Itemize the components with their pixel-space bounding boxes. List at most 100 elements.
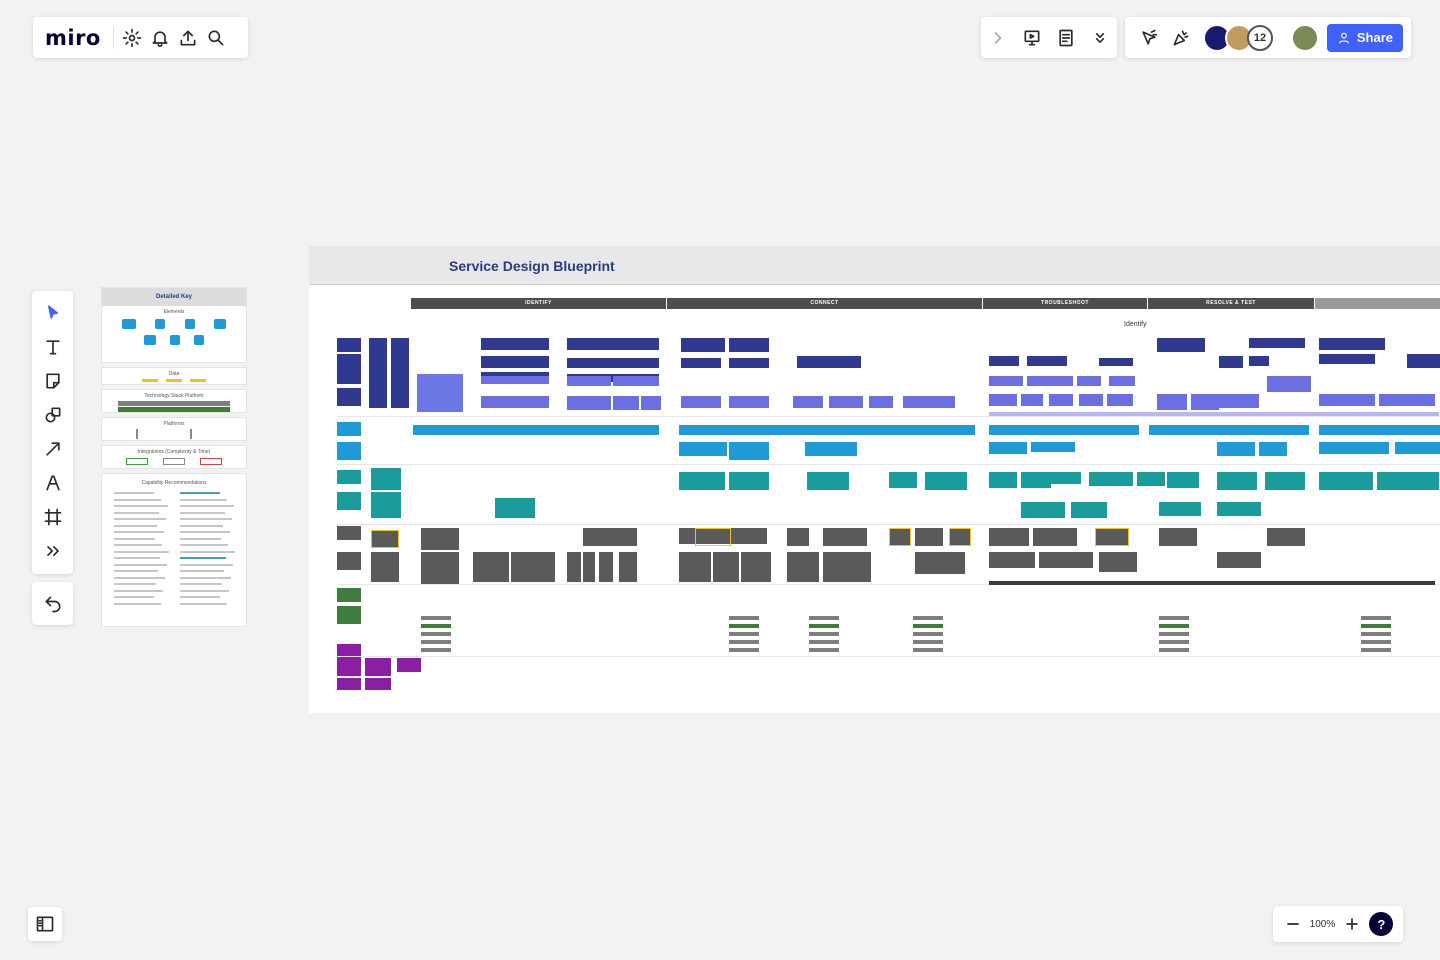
text-icon[interactable]: [39, 333, 67, 361]
stack-bar[interactable]: [1361, 624, 1391, 628]
panel-icon[interactable]: [31, 910, 59, 938]
blueprint-card[interactable]: [1099, 358, 1133, 366]
highlighted-card[interactable]: [949, 528, 971, 546]
blueprint-card[interactable]: [599, 552, 613, 582]
row-label[interactable]: [337, 606, 361, 624]
blueprint-card[interactable]: [1267, 376, 1311, 392]
blueprint-card[interactable]: [869, 396, 893, 408]
blueprint-card[interactable]: [989, 472, 1017, 488]
share-button[interactable]: Share: [1327, 24, 1403, 52]
blueprint-card[interactable]: [1191, 394, 1219, 410]
collaborators[interactable]: 12: [1209, 24, 1273, 52]
detailed-key-frame[interactable]: Detailed Key Elements Data Technology St…: [101, 287, 247, 627]
blueprint-card[interactable]: [1051, 472, 1081, 484]
sticky-note-icon[interactable]: [39, 367, 67, 395]
blueprint-card[interactable]: [1039, 552, 1093, 568]
blueprint-card[interactable]: [729, 472, 769, 490]
blueprint-card[interactable]: [1219, 356, 1243, 368]
blueprint-card[interactable]: [679, 442, 727, 456]
blueprint-card[interactable]: [371, 468, 401, 490]
row-label[interactable]: [337, 470, 361, 484]
blueprint-card[interactable]: [613, 376, 659, 386]
blueprint-card[interactable]: [1265, 472, 1305, 490]
blueprint-card[interactable]: [417, 374, 463, 412]
stack-bar[interactable]: [809, 648, 839, 652]
row-label[interactable]: [337, 588, 361, 602]
row-label[interactable]: [337, 422, 361, 436]
blueprint-card[interactable]: [989, 528, 1029, 546]
blueprint-card[interactable]: [1407, 354, 1440, 368]
stack-bar[interactable]: [1361, 632, 1391, 636]
row-label[interactable]: [337, 492, 361, 510]
blueprint-card[interactable]: [681, 338, 725, 352]
stack-bar[interactable]: [1361, 648, 1391, 652]
blueprint-card[interactable]: [1259, 442, 1287, 456]
select-icon[interactable]: [39, 299, 67, 327]
stack-bar[interactable]: [809, 632, 839, 636]
blueprint-card[interactable]: [1071, 502, 1107, 518]
stack-bar[interactable]: [913, 624, 943, 628]
blueprint-card[interactable]: [989, 552, 1035, 568]
blueprint-card[interactable]: [1217, 552, 1261, 568]
stack-bar[interactable]: [1159, 616, 1189, 620]
frame-icon[interactable]: [39, 503, 67, 531]
highlighted-card[interactable]: [371, 530, 399, 548]
blueprint-card[interactable]: [1219, 394, 1259, 408]
blueprint-card[interactable]: [989, 442, 1027, 454]
blueprint-card[interactable]: [1217, 442, 1255, 456]
blueprint-card[interactable]: [807, 472, 849, 490]
blueprint-card[interactable]: [713, 552, 739, 582]
stack-bar[interactable]: [421, 616, 451, 620]
blueprint-card[interactable]: [391, 338, 409, 408]
blueprint-card[interactable]: [1159, 502, 1201, 516]
stack-bar[interactable]: [729, 624, 759, 628]
collaborator-count[interactable]: 12: [1247, 25, 1273, 51]
blueprint-card[interactable]: [1109, 376, 1135, 386]
blueprint-card[interactable]: [481, 376, 549, 384]
blueprint-card[interactable]: [1027, 356, 1067, 366]
blueprint-card[interactable]: [915, 552, 965, 574]
stack-bar[interactable]: [913, 632, 943, 636]
blueprint-card[interactable]: [613, 396, 639, 410]
blueprint-card[interactable]: [567, 358, 659, 368]
pen-icon[interactable]: [39, 469, 67, 497]
blueprint-card[interactable]: [1319, 442, 1389, 454]
blueprint-card[interactable]: [1395, 442, 1440, 454]
blueprint-card[interactable]: [421, 552, 459, 584]
stack-bar[interactable]: [421, 640, 451, 644]
blueprint-card[interactable]: [679, 472, 725, 490]
stack-bar[interactable]: [809, 640, 839, 644]
blueprint-card[interactable]: [903, 396, 955, 408]
blueprint-card[interactable]: [989, 394, 1017, 406]
blueprint-card[interactable]: [1099, 552, 1137, 572]
blueprint-card[interactable]: [1021, 502, 1065, 518]
blueprint-card[interactable]: [1319, 472, 1373, 490]
stack-bar[interactable]: [913, 648, 943, 652]
strip[interactable]: [989, 425, 1139, 435]
blueprint-card[interactable]: [889, 472, 917, 488]
stack-bar[interactable]: [729, 640, 759, 644]
blueprint-card[interactable]: [729, 338, 769, 352]
blueprint-card[interactable]: [989, 376, 1023, 386]
blueprint-card[interactable]: [1107, 394, 1133, 406]
arrow-icon[interactable]: [39, 435, 67, 463]
chevron-right-icon[interactable]: [984, 24, 1012, 52]
stack-bar[interactable]: [421, 632, 451, 636]
blueprint-card[interactable]: [371, 492, 401, 518]
blueprint-card[interactable]: [1033, 528, 1077, 546]
blueprint-card[interactable]: [365, 658, 391, 676]
blueprint-card[interactable]: [1379, 394, 1435, 406]
stack-bar[interactable]: [729, 632, 759, 636]
highlighted-card[interactable]: [1095, 528, 1129, 546]
blueprint-card[interactable]: [793, 396, 823, 408]
strip[interactable]: [989, 581, 1435, 585]
blueprint-card[interactable]: [619, 552, 637, 582]
blueprint-card[interactable]: [805, 442, 857, 456]
blueprint-board[interactable]: Service Design Blueprint IDENTIFY CONNEC…: [309, 246, 1440, 713]
blueprint-card[interactable]: [481, 338, 549, 350]
stack-bar[interactable]: [913, 616, 943, 620]
zoom-out-icon[interactable]: [1283, 910, 1303, 938]
stack-bar[interactable]: [1361, 616, 1391, 620]
blueprint-card[interactable]: [797, 356, 861, 368]
blueprint-card[interactable]: [397, 658, 421, 672]
